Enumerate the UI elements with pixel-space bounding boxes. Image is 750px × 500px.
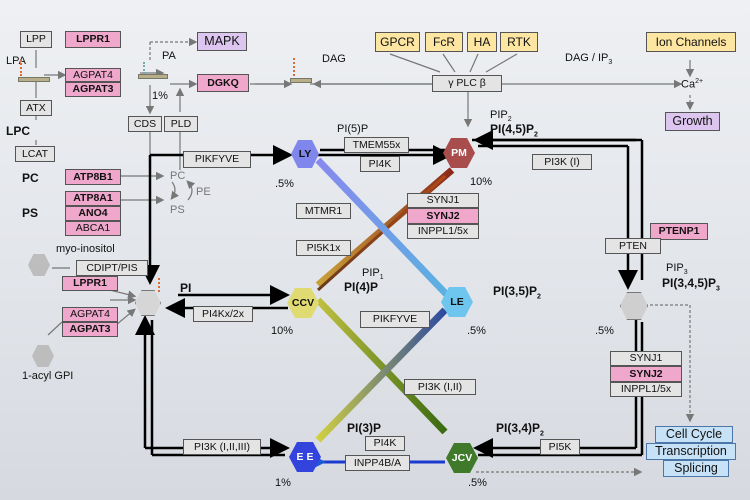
pi45p2-label: PI(4,5)P2 xyxy=(490,122,538,139)
inppl1-box-a: INPPL1/5x xyxy=(407,224,479,239)
cell-cycle-box: Cell Cycle xyxy=(655,426,733,443)
ha-box: HA xyxy=(467,32,497,52)
cds-box: CDS xyxy=(128,116,162,132)
pc-node: PC xyxy=(170,170,186,182)
pi34p2-label: PI(3,4)P2 xyxy=(496,421,544,438)
lipid-icon xyxy=(20,60,50,76)
agpat3-box-2: AGPAT3 xyxy=(62,322,118,337)
atp8a1-box: ATP8A1 xyxy=(65,191,121,206)
pi3k-i-ii-box: PI3K (I,II) xyxy=(404,379,476,395)
le-percent: .5% xyxy=(467,325,486,337)
splicing-box: Splicing xyxy=(663,460,729,477)
inpp4b-box: INPP4B/A xyxy=(345,455,410,471)
ptenp1-box: PTENP1 xyxy=(650,223,708,240)
synj1-box-b: SYNJ1 xyxy=(610,351,682,366)
mapk-box: MAPK xyxy=(197,32,247,51)
inositol-icon xyxy=(28,254,50,276)
rtk-box: RTK xyxy=(500,32,538,52)
pi-node-icon xyxy=(135,290,161,316)
agpat4-box-2: AGPAT4 xyxy=(62,307,118,322)
pi3k-i-ii-iii-box: PI3K (I,II,III) xyxy=(183,439,261,455)
agpat3-box: AGPAT3 xyxy=(65,82,121,97)
ly-percent: .5% xyxy=(275,178,294,190)
pip3-label: PIP3 xyxy=(666,262,688,277)
gpcr-box: GPCR xyxy=(375,32,420,52)
pi3p-label: PI(3)P xyxy=(347,421,382,435)
pct-1-top: 1% xyxy=(152,90,168,102)
ee-node[interactable]: E E xyxy=(289,442,321,472)
pi-lipid-icon xyxy=(158,278,178,292)
pikfyve-mid-box: PIKFYVE xyxy=(360,311,430,328)
fcr-box: FcR xyxy=(425,32,463,52)
lcat-box: LCAT xyxy=(15,146,55,162)
plc-box: γ PLC β xyxy=(432,75,502,92)
ion-channels-box: Ion Channels xyxy=(646,32,736,52)
cdipt-box: CDIPT/PIS xyxy=(76,260,148,276)
dag-ip3-label: DAG / IP3 xyxy=(565,52,613,67)
lppr1-box-2: LPPR1 xyxy=(62,276,118,291)
pm-node[interactable]: PM xyxy=(443,138,475,168)
jcv-node[interactable]: JCV xyxy=(446,443,478,473)
pten-box: PTEN xyxy=(605,238,661,254)
transcription-box: Transcription xyxy=(646,443,736,460)
agpat4-box: AGPAT4 xyxy=(65,68,121,82)
tmem55x-box: TMEM55x xyxy=(344,137,409,153)
myo-inositol-label: myo-inositol xyxy=(56,243,115,255)
ccv-percent: 10% xyxy=(271,325,294,337)
pe-node: PE xyxy=(196,186,211,198)
gpi-icon xyxy=(32,345,54,367)
pi-label: PI xyxy=(180,281,192,295)
pi35p2-label: PI(3,5)P2 xyxy=(493,284,541,301)
pi5k-box: PI5K xyxy=(540,439,580,455)
le-node[interactable]: LE xyxy=(441,287,473,317)
acyl-gpi-label: 1-acyl GPI xyxy=(22,370,74,382)
inppl1-box-b: INPPL1/5x xyxy=(610,382,682,397)
lipid-icon xyxy=(143,62,169,74)
dag-label: DAG xyxy=(322,53,346,65)
membrane-bar xyxy=(138,74,168,79)
synj2-box-a: SYNJ2 xyxy=(407,208,479,224)
synj1-box-a: SYNJ1 xyxy=(407,193,479,208)
pi3k-i-box: PI3K (I) xyxy=(532,154,592,170)
pm-percent: 10% xyxy=(470,176,493,188)
pi5k1x-box: PI5K1x xyxy=(296,240,351,256)
atx-box: ATX xyxy=(20,100,52,116)
pld-box: PLD xyxy=(164,116,198,132)
abca1-box: ABCA1 xyxy=(65,221,121,236)
ps-label: PS xyxy=(22,206,39,220)
pi4kx-box: PI4Kx/2x xyxy=(193,306,253,322)
pip3-node-icon xyxy=(620,292,648,320)
pip2-label: PIP2 xyxy=(490,109,512,124)
pip3-percent: .5% xyxy=(595,325,614,337)
pi5p-label: PI(5)P xyxy=(337,123,369,135)
pi345p3-label: PI(3,4,5)P3 xyxy=(662,276,720,293)
membrane-bar xyxy=(18,77,50,82)
lppr1-box: LPPR1 xyxy=(65,31,121,48)
ee-percent: 1% xyxy=(275,477,291,489)
ps-node: PS xyxy=(170,204,185,216)
ccv-node[interactable]: CCV xyxy=(287,288,319,318)
atp8b1-box: ATP8B1 xyxy=(65,169,121,185)
pip1-label: PIP1 xyxy=(362,267,384,282)
pikfyve-top-box: PIKFYVE xyxy=(183,151,251,168)
pc-label: PC xyxy=(22,171,39,185)
dgkq-box: DGKQ xyxy=(197,74,249,92)
mtmr1-box: MTMR1 xyxy=(296,203,351,219)
pi4k-top-box: PI4K xyxy=(360,156,400,172)
membrane-bar xyxy=(290,78,312,83)
synj2-box-b: SYNJ2 xyxy=(610,366,682,382)
lpp-box: LPP xyxy=(20,31,52,48)
lpc-label: LPC xyxy=(6,124,30,138)
ano4-box: ANO4 xyxy=(65,206,121,221)
pa-label: PA xyxy=(162,50,176,62)
pi4k-bot-box: PI4K xyxy=(365,436,405,451)
lipid-icon xyxy=(293,58,315,76)
calcium-label: Ca2+ xyxy=(681,78,704,91)
jcv-percent: .5% xyxy=(468,477,487,489)
growth-box: Growth xyxy=(665,112,720,131)
pi4p-label: PI(4)P xyxy=(344,280,379,294)
